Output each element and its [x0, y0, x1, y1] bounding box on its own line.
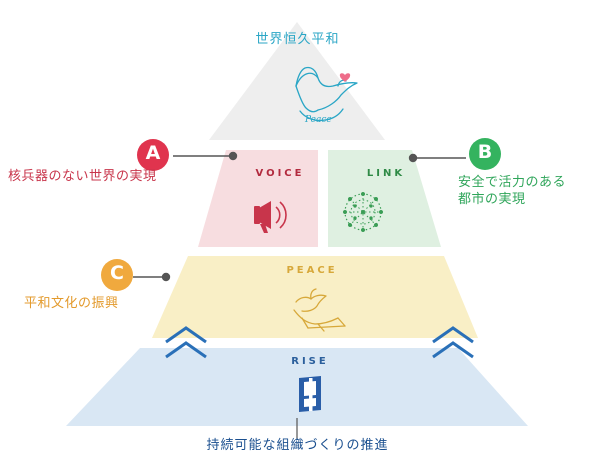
- apex-title: 世界恒久平和: [255, 32, 340, 47]
- network-globe-icon: [342, 191, 384, 233]
- goal-c-text: 平和文化の振興: [24, 296, 119, 311]
- connector-b: [408, 153, 466, 163]
- base-title: 持続可能な組織づくりの推進: [206, 438, 389, 453]
- svg-text:Peace: Peace: [304, 115, 332, 125]
- connector-c: [133, 272, 171, 282]
- link-layer: [328, 150, 441, 247]
- rise-label: RISE: [291, 356, 329, 367]
- voice-label: VOICE: [255, 168, 305, 179]
- heart-icon: [339, 73, 351, 82]
- marker-b-letter: B: [477, 141, 493, 163]
- handshake-dove-icon: [293, 288, 346, 332]
- voice-layer: [198, 150, 318, 247]
- dove-icon: Peace: [295, 66, 358, 125]
- marker-a-letter: A: [145, 142, 161, 164]
- link-label: LINK: [366, 168, 406, 179]
- connector-a: [173, 151, 238, 161]
- marker-c-badge: [101, 259, 133, 291]
- rise-layer: [66, 348, 528, 426]
- goal-b-line1: 安全で活力のある: [458, 175, 567, 190]
- goal-b-text: 安全で活力のある 都市の実現: [458, 175, 566, 209]
- chevron-up-right-icon: [432, 326, 474, 359]
- rise-logo-icon: [299, 376, 321, 412]
- megaphone-icon: [254, 201, 287, 233]
- marker-c-letter: C: [110, 262, 124, 284]
- marker-a-badge: [137, 139, 169, 171]
- peace-label: PEACE: [286, 265, 338, 276]
- goal-a-text: 核兵器のない世界の実現: [8, 169, 157, 184]
- marker-b-badge: [469, 138, 501, 170]
- chevron-up-left-icon: [165, 326, 207, 359]
- goal-b-line2: 都市の実現: [458, 191, 526, 207]
